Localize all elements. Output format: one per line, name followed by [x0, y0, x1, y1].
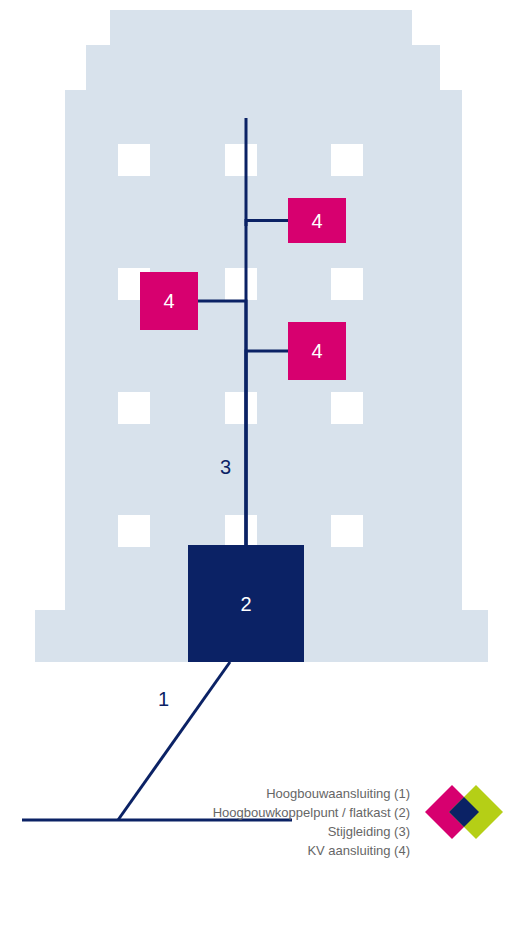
logo: [425, 785, 503, 839]
building-top: [110, 10, 412, 50]
logo-green: [449, 785, 503, 839]
window: [225, 268, 257, 300]
window: [331, 392, 363, 424]
windows: [118, 144, 363, 547]
callout-number: 2: [240, 593, 251, 615]
window: [118, 144, 150, 176]
callout-number: 4: [311, 340, 322, 362]
flat-cabinet-box: 2: [188, 545, 304, 662]
riser-connector: [246, 221, 288, 546]
riser-top: [245, 118, 248, 226]
logo-navy: [449, 797, 479, 827]
legend-text: Hoogbouwaansluiting (1): [266, 786, 410, 801]
window: [331, 515, 363, 547]
window: [331, 268, 363, 300]
riser-connector: [246, 351, 288, 545]
riser-connector: [198, 301, 246, 545]
building-silhouette: [35, 10, 488, 662]
window: [118, 515, 150, 547]
building-upper: [86, 45, 440, 95]
kv-connection-box: 4: [140, 272, 198, 330]
callout-number: 3: [220, 456, 231, 479]
legend-text: KV aansluiting (4): [307, 843, 410, 858]
kv-connection-box: 4: [288, 198, 346, 243]
callout-number: 1: [158, 688, 169, 711]
window: [225, 392, 257, 424]
legend-text: Hoogbouwkoppelpunt / flatkast (2): [213, 805, 410, 820]
callout-number: 4: [311, 210, 322, 232]
window: [225, 144, 257, 176]
window: [118, 392, 150, 424]
legend-text: Stijgleiding (3): [328, 824, 410, 839]
building-body: [65, 90, 462, 615]
window: [331, 144, 363, 176]
service-line: [118, 662, 230, 820]
callout-number: 4: [163, 290, 174, 312]
kv-connection-box: 4: [288, 322, 346, 380]
window: [225, 515, 257, 547]
